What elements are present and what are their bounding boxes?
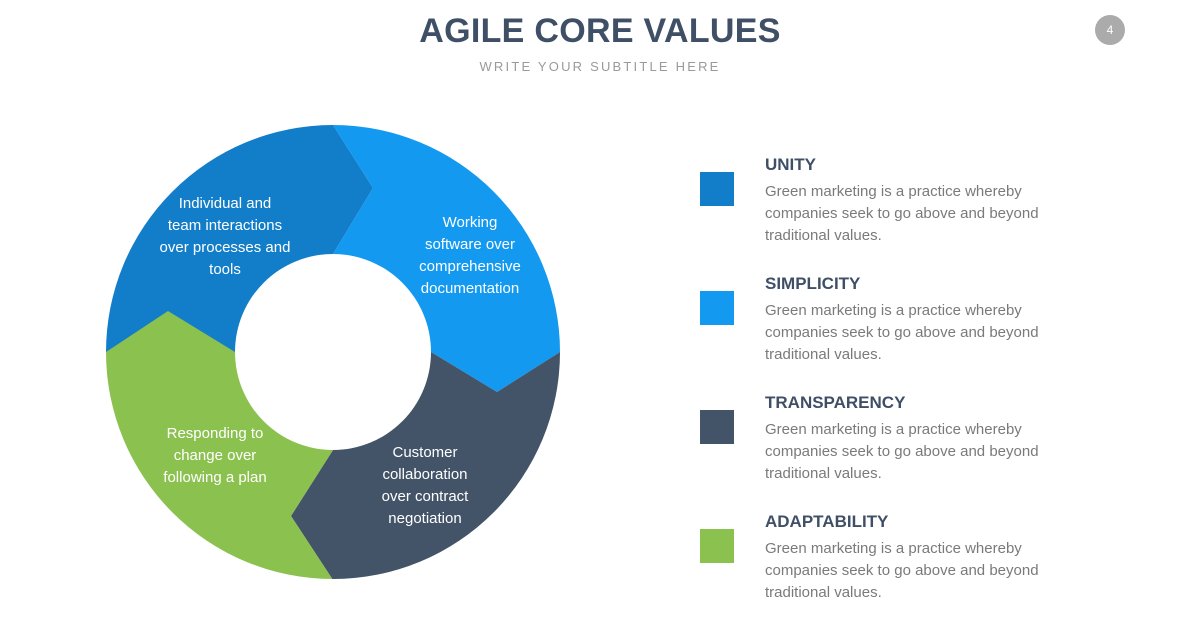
segment-label-customer: Customer collaboration over contract neg… xyxy=(381,444,469,527)
legend-swatch-icon xyxy=(700,172,734,206)
legend-description: Green marketing is a practice whereby co… xyxy=(765,421,1039,482)
legend-description: Green marketing is a practice whereby co… xyxy=(765,183,1039,244)
legend-description: Green marketing is a practice whereby co… xyxy=(765,540,1039,601)
segment-label-change: Responding to change over following a pl… xyxy=(163,425,267,486)
legend-title: TRANSPARENCY xyxy=(765,393,906,412)
page-number-badge: 4 xyxy=(1095,15,1125,45)
legend-item-adaptability: ADAPTABILITY Green marketing is a practi… xyxy=(700,512,1100,622)
segment-label-individuals: Individual and team interactions over pr… xyxy=(159,195,291,278)
legend-item-transparency: TRANSPARENCY Green marketing is a practi… xyxy=(700,393,1100,503)
legend-swatch-icon xyxy=(700,410,734,444)
slide-subtitle: WRITE YOUR SUBTITLE HERE xyxy=(479,59,721,74)
legend-swatch-icon xyxy=(700,529,734,563)
legend-title: UNITY xyxy=(765,155,816,174)
legend-item-simplicity: SIMPLICITY Green marketing is a practice… xyxy=(700,274,1100,384)
segment-label-software: Working software over comprehensive docu… xyxy=(419,214,521,297)
legend-description: Green marketing is a practice whereby co… xyxy=(765,302,1039,363)
legend-title: ADAPTABILITY xyxy=(765,512,889,531)
legend-item-unity: UNITY Green marketing is a practice wher… xyxy=(700,155,1100,265)
slide-title: AGILE CORE VALUES xyxy=(419,12,781,50)
legend-title: SIMPLICITY xyxy=(765,274,861,293)
legend-swatch-icon xyxy=(700,291,734,325)
